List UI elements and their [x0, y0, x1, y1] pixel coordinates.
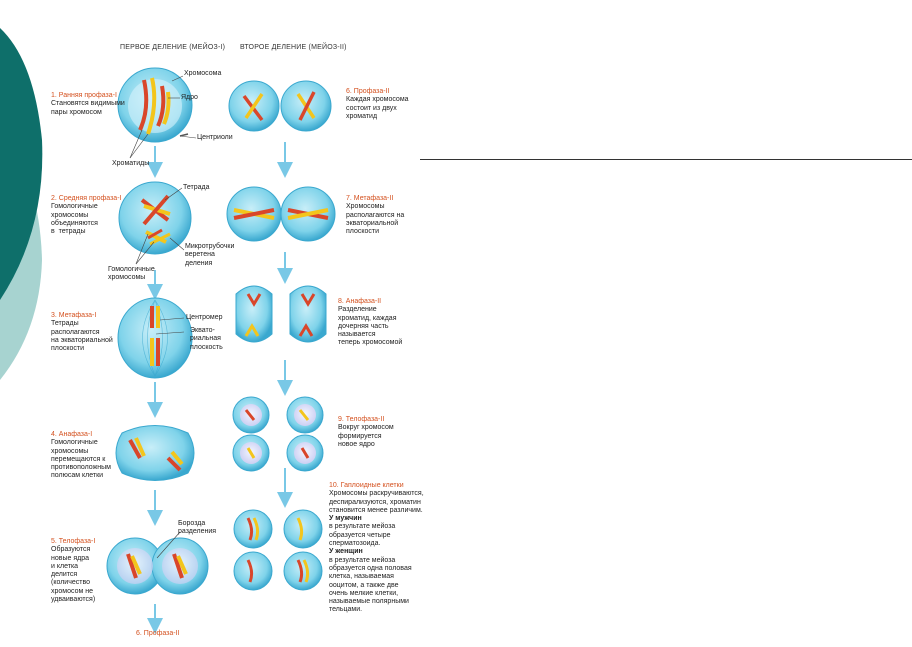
bottom-label: 6. Профаза-II	[136, 630, 180, 637]
right-step-9-title: 9. Телофаза-II	[338, 416, 385, 423]
left-step-1-title: 1. Ранняя профаза-I	[51, 92, 117, 99]
left-step-4-body: Гомологичные хромосомы перемещаются к пр…	[51, 439, 111, 480]
cells-telophase-2	[232, 396, 324, 472]
left-step-5-body: Образуются новые ядра и клетка делится (…	[51, 546, 96, 604]
label-chromosome: Хромосома	[184, 70, 222, 77]
right-step-6-body: Каждая хромосома состоит из двух хромати…	[346, 96, 409, 120]
step10-body: Хромосомы раскручиваются, деспирализуютс…	[329, 490, 424, 514]
left-step-2-title: 2. Средняя профаза-I	[51, 195, 122, 202]
label-centromere: Центромер	[186, 314, 223, 321]
step10-male-head: У мужчин	[329, 515, 362, 523]
meiosis-figure: ПЕРВОЕ ДЕЛЕНИЕ (МЕЙОЗ-I) ВТОРОЕ ДЕЛЕНИЕ …	[40, 38, 430, 642]
right-step-9-body: Вокруг хромосом формируется новое ядро	[338, 424, 394, 448]
step10-female-head: У женщин	[329, 548, 363, 556]
left-step-1: 1. Ранняя профаза-I Становятся видимыми …	[51, 92, 125, 117]
right-step-7-body: Хромосомы располагаются на экваториально…	[346, 203, 405, 236]
right-step-10: 10. Гаплоидные клетки Хромосомы раскручи…	[329, 482, 424, 615]
left-step-4: 4. Анафаза-I Гомологичные хромосомы пере…	[51, 431, 111, 481]
label-nucleus: Ядро	[181, 94, 198, 101]
header-meiosis-2: ВТОРОЕ ДЕЛЕНИЕ (МЕЙОЗ-II)	[240, 44, 347, 51]
cell-early-prophase-1	[117, 67, 193, 143]
header-meiosis-1: ПЕРВОЕ ДЕЛЕНИЕ (МЕЙОЗ-I)	[120, 44, 226, 51]
pointer-lines	[129, 75, 197, 559]
step10-title: 10. Гаплоидные клетки	[329, 482, 404, 489]
right-step-6-title: 6. Профаза-II	[346, 88, 390, 95]
right-step-6: 6. Профаза-II Каждая хромосома состоит и…	[346, 88, 409, 121]
label-chromatids: Хроматиды	[112, 160, 150, 167]
left-step-3-body: Тетрады располагаются на экваториальной …	[51, 320, 113, 353]
right-step-8: 8. Анафаза-II Разделение хроматид, кажда…	[338, 298, 402, 348]
cell-metaphase-1	[117, 297, 193, 379]
horizontal-rule	[420, 159, 912, 160]
label-microtubules: Микротрубочки веретена деления	[185, 243, 235, 267]
teal-dark-shape	[0, 28, 43, 300]
label-tetrad: Тетрада	[183, 184, 210, 191]
right-step-8-body: Разделение хроматид, каждая дочерняя час…	[338, 306, 403, 347]
cell-telophase-1	[106, 537, 209, 595]
cells-haploid	[233, 509, 323, 591]
step10-male-body: в результате мейоза образуется четыре сп…	[329, 523, 396, 548]
cells-anaphase-2	[235, 285, 327, 343]
cell-anaphase-1	[115, 425, 195, 481]
right-step-9: 9. Телофаза-II Вокруг хромосом формирует…	[338, 416, 394, 449]
left-step-5: 5. Телофаза-I Образуются новые ядра и кл…	[51, 538, 95, 604]
left-step-2-body: Гомологичные хромосомы объединяются в те…	[51, 203, 98, 236]
left-step-3-title: 3. Метафаза-I	[51, 312, 97, 319]
step10-female-body: в результате мейоза образуется одна поло…	[329, 556, 412, 614]
left-step-1-body: Становятся видимыми пары хромосом	[51, 100, 125, 116]
cells-prophase-2	[228, 80, 332, 132]
label-homologous: Гомологичные хромосомы	[108, 266, 155, 282]
cells-metaphase-2	[226, 186, 336, 242]
left-step-5-title: 5. Телофаза-I	[51, 538, 96, 545]
label-furrow: Борозда разделения	[178, 520, 217, 536]
label-centrioles: Центриоли	[197, 134, 233, 141]
left-step-2: 2. Средняя профаза-I Гомологичные хромос…	[51, 195, 121, 236]
meiosis-illustration	[106, 67, 336, 634]
right-step-7-title: 7. Метафаза-II	[346, 195, 394, 202]
left-step-3: 3. Метафаза-I Тетрады располагаются на э…	[51, 312, 113, 353]
label-equatorial: Эквато- риальная плоскость	[190, 327, 223, 351]
right-step-8-title: 8. Анафаза-II	[338, 298, 382, 305]
cell-mid-prophase-1	[118, 181, 192, 255]
decorative-teal-shapes	[0, 28, 43, 380]
left-step-4-title: 4. Анафаза-I	[51, 431, 93, 438]
right-step-7: 7. Метафаза-II Хромосомы располагаются н…	[346, 195, 404, 236]
